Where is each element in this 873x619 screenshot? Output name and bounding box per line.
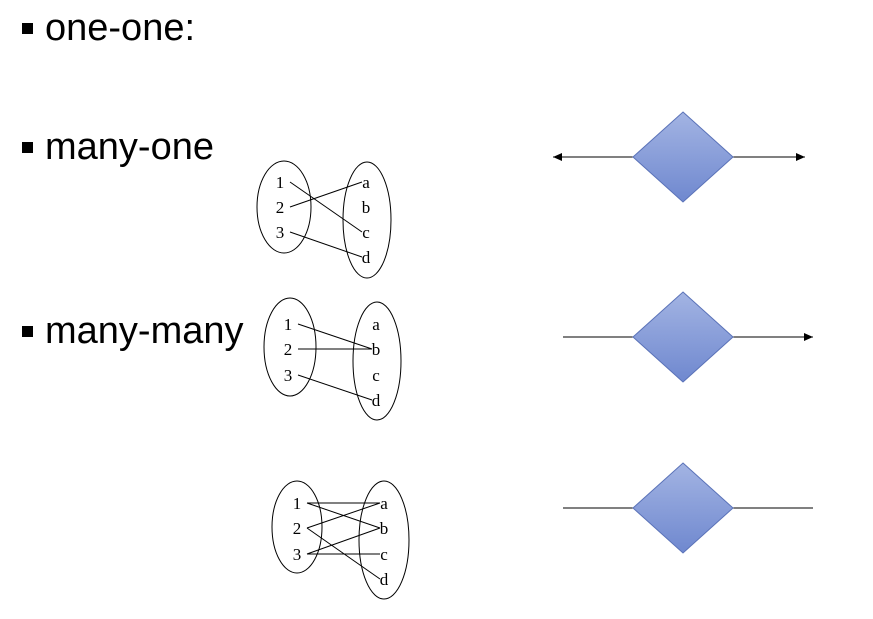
domain-element-label: 2 bbox=[276, 198, 285, 217]
square-bullet-icon bbox=[22, 325, 33, 337]
bullet-many-many: many-many bbox=[22, 312, 244, 350]
mapping-line bbox=[289, 181, 363, 233]
codomain-element-label: d bbox=[380, 570, 389, 589]
codomain-set-ellipse bbox=[342, 161, 392, 279]
relationship-diamond bbox=[632, 291, 734, 383]
domain-set-ellipse bbox=[263, 297, 317, 397]
domain-element-label: 2 bbox=[284, 340, 293, 359]
codomain-element-label: a bbox=[372, 315, 380, 334]
right-arrowhead-icon bbox=[804, 333, 813, 341]
bullet-label: many-one bbox=[45, 126, 214, 168]
codomain-element-label: b bbox=[362, 198, 371, 217]
mapping-line bbox=[289, 231, 363, 258]
right-arrowhead-icon bbox=[796, 153, 805, 161]
bullet-one-one: one-one: bbox=[22, 9, 195, 47]
mapping-line bbox=[289, 181, 363, 208]
domain-element-label: 1 bbox=[276, 173, 285, 192]
domain-element-label: 3 bbox=[284, 366, 293, 385]
mapping-line bbox=[297, 323, 373, 350]
mapping-line bbox=[306, 502, 381, 529]
codomain-element-label: b bbox=[380, 519, 389, 538]
domain-element-label: 3 bbox=[276, 223, 285, 242]
codomain-element-label: c bbox=[380, 545, 388, 564]
codomain-set-ellipse bbox=[358, 480, 410, 600]
codomain-set-ellipse bbox=[352, 301, 402, 421]
domain-element-label: 2 bbox=[293, 519, 302, 538]
codomain-element-label: c bbox=[362, 223, 370, 242]
left-arrowhead-icon bbox=[553, 153, 562, 161]
bullet-label: many-many bbox=[45, 310, 244, 352]
relationship-diamond bbox=[632, 462, 734, 554]
codomain-element-label: d bbox=[372, 391, 381, 410]
codomain-element-label: c bbox=[372, 366, 380, 385]
square-bullet-icon bbox=[22, 22, 33, 34]
bullet-many-one: many-one bbox=[22, 128, 214, 166]
domain-set-ellipse bbox=[256, 160, 312, 254]
relationship-diamond bbox=[632, 111, 734, 203]
mapping-line bbox=[306, 527, 381, 555]
square-bullet-icon bbox=[22, 141, 33, 153]
domain-set-ellipse bbox=[271, 480, 323, 574]
codomain-element-label: b bbox=[372, 340, 381, 359]
domain-element-label: 3 bbox=[293, 545, 302, 564]
domain-element-label: 1 bbox=[284, 315, 293, 334]
codomain-element-label: a bbox=[362, 173, 370, 192]
bullet-label: one-one: bbox=[45, 7, 196, 49]
codomain-element-label: d bbox=[362, 248, 371, 267]
domain-element-label: 1 bbox=[293, 494, 302, 513]
mapping-line bbox=[297, 374, 373, 401]
codomain-element-label: a bbox=[380, 494, 388, 513]
